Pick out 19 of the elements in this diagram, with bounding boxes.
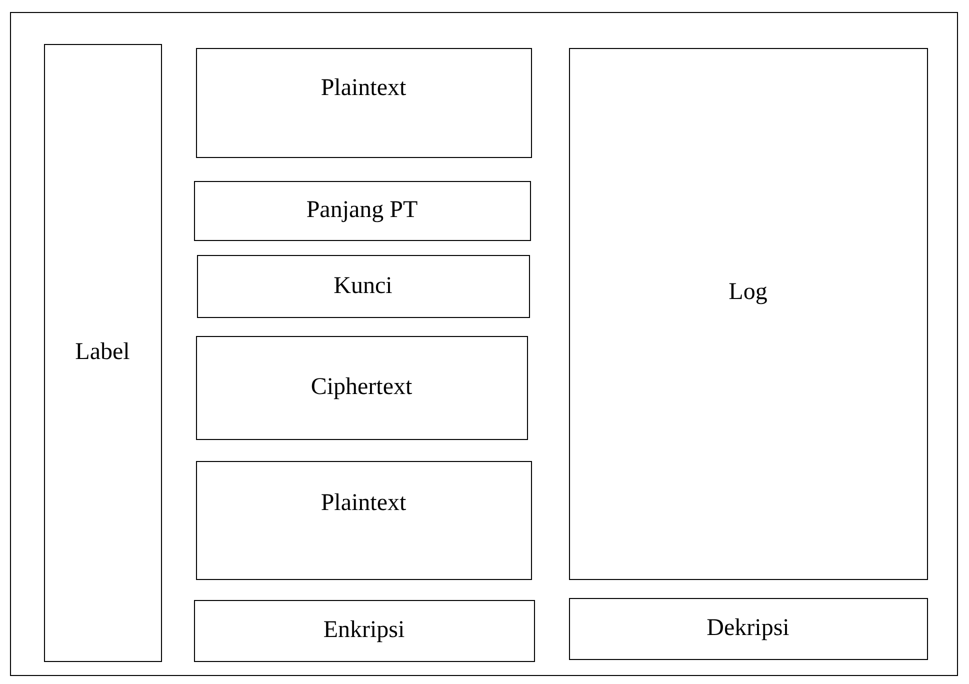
panel-label: Label <box>75 339 130 366</box>
panel-box <box>196 48 532 158</box>
panel-box <box>568 48 928 580</box>
panel-label: Enkripsi <box>323 617 405 644</box>
panel-box <box>196 460 532 580</box>
panel-label: Ciphertext <box>310 374 412 401</box>
panel-label: Plaintext <box>320 74 406 102</box>
panel-label: Panjang PT <box>306 197 418 224</box>
panel-label: Kunci <box>334 272 392 300</box>
panel-label: Plaintext <box>320 490 406 516</box>
panel-label: Dekripsi <box>706 615 790 642</box>
panel-box <box>194 180 530 240</box>
panel-box <box>44 44 162 662</box>
frame-box <box>10 12 958 676</box>
panel-box <box>194 600 534 662</box>
panel-label: Log <box>728 278 768 306</box>
panel-box <box>196 254 530 318</box>
panel-box <box>568 598 928 660</box>
panel-box <box>196 336 528 440</box>
